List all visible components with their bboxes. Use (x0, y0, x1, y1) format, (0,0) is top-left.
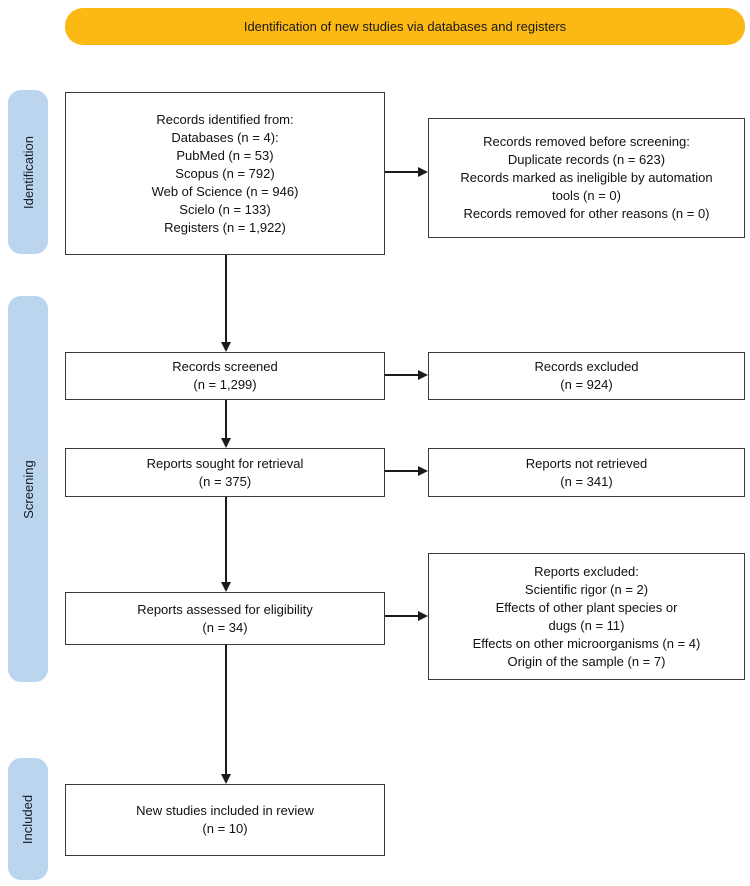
arrow-assessed-to-included (220, 645, 231, 784)
stage-label-included: Included (20, 794, 36, 844)
arrow-identified-to-removed (385, 166, 428, 177)
arrow-screened-to-sought (220, 400, 231, 448)
stage-band-identification: Identification (8, 90, 48, 254)
arrow-sought-to-assessed (220, 497, 231, 592)
box-reports-not-retrieved: Reports not retrieved (n = 341) (428, 448, 745, 497)
arrow-assessed-to-reports-excluded (385, 610, 428, 621)
banner-label: Identification of new studies via databa… (243, 19, 567, 34)
arrow-identified-to-screened (220, 255, 231, 352)
stage-band-included: Included (8, 758, 48, 880)
box-records-removed-before-screening: Records removed before screening: Duplic… (428, 118, 745, 238)
stage-label-identification: Identification (20, 135, 36, 209)
box-records-excluded: Records excluded (n = 924) (428, 352, 745, 400)
box-records-screened: Records screened (n = 1,299) (65, 352, 385, 400)
stage-band-screening: Screening (8, 296, 48, 682)
box-reports-sought-for-retrieval: Reports sought for retrieval (n = 375) (65, 448, 385, 497)
banner-identification-via-databases: Identification of new studies via databa… (65, 8, 745, 45)
box-new-studies-included: New studies included in review (n = 10) (65, 784, 385, 856)
box-reports-excluded: Reports excluded: Scientific rigor (n = … (428, 553, 745, 680)
stage-label-screening: Screening (20, 459, 36, 519)
arrow-screened-to-excluded (385, 369, 428, 380)
box-records-identified: Records identified from: Databases (n = … (65, 92, 385, 255)
arrow-sought-to-not-retrieved (385, 465, 428, 476)
box-reports-assessed-for-eligibility: Reports assessed for eligibility (n = 34… (65, 592, 385, 645)
